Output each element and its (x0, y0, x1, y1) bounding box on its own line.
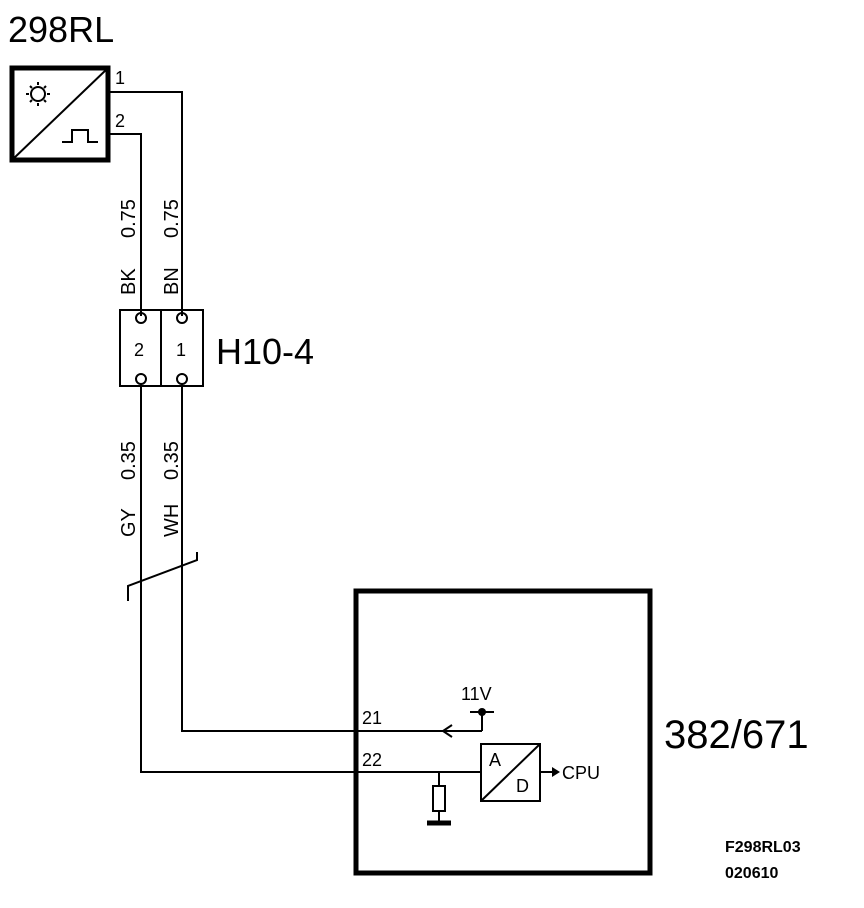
wire-gy-color: GY (118, 508, 140, 537)
adc-a-label: A (489, 750, 501, 770)
twisted-pair-symbol (127, 552, 198, 601)
wire-gy-lower (140, 384, 356, 773)
wire-wh-size: 0.35 (161, 441, 183, 480)
cpu-output-label: CPU (562, 763, 600, 783)
wire-bn-color: BN (161, 267, 183, 295)
module-pin-21: 21 (362, 708, 382, 728)
wire-bn-size: 0.75 (161, 199, 183, 238)
cpu-arrow (552, 767, 560, 777)
supply-node (478, 708, 486, 716)
module-id-label: 382/671 (664, 713, 809, 757)
connector-pin-left: 2 (134, 340, 144, 360)
pin21-arrow (441, 724, 453, 738)
sensor-pin2-label: 2 (115, 111, 125, 131)
gear-icon (26, 82, 50, 106)
connector-pin-right: 1 (176, 340, 186, 360)
connector-h10-4 (119, 309, 204, 387)
sensor-id-label: 298RL (8, 9, 114, 50)
drawing-date: 020610 (725, 865, 778, 882)
module-pin-22: 22 (362, 750, 382, 770)
wire-bk-upper (108, 133, 142, 316)
wire-gy-size: 0.35 (118, 441, 140, 480)
pull-down-resistor (432, 785, 446, 812)
wire-wh-lower (181, 384, 356, 732)
sensor-pin1-label: 1 (115, 68, 125, 88)
adc-d-label: D (516, 776, 529, 796)
wire-bk-size: 0.75 (118, 199, 140, 238)
wire-bn-upper (108, 91, 183, 316)
supply-voltage-label: 11V (461, 684, 492, 704)
sensor-component (9, 65, 111, 163)
square-wave-icon (62, 129, 98, 143)
wire-bk-color: BK (118, 268, 140, 295)
drawing-code: F298RL03 (725, 839, 801, 856)
connector-id-label: H10-4 (216, 331, 314, 372)
wire-wh-color: WH (161, 504, 183, 537)
